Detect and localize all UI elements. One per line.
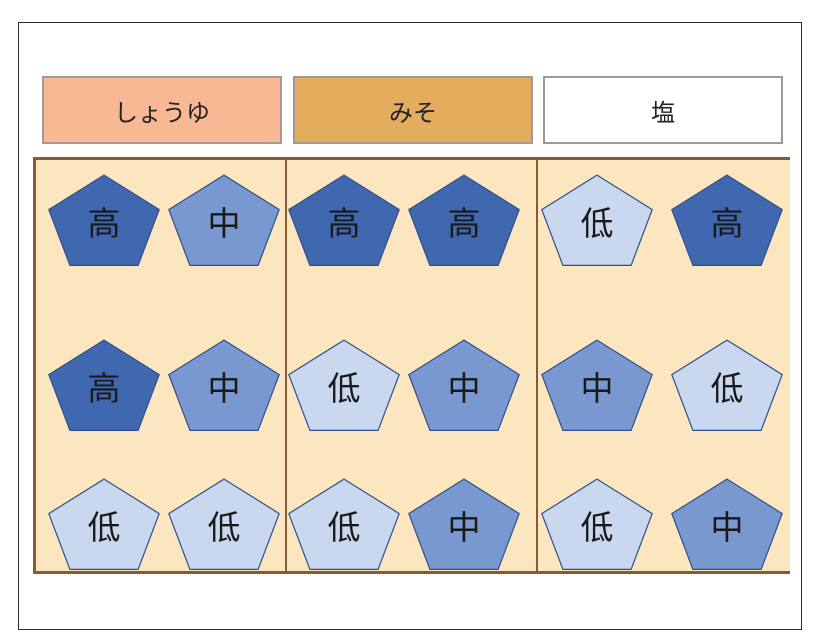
piece-label: 中 [208,369,241,408]
piece-shape [288,478,400,571]
piece-shape [168,174,280,266]
piece-label: 高 [711,204,744,243]
piece-r1-c2: 中 [168,174,280,266]
piece-label: 中 [711,508,744,547]
piece-shape [408,174,520,266]
piece-label: 低 [328,508,361,547]
piece-label: 中 [208,204,241,243]
header-shoyu: しょうゆ [42,76,282,144]
header-shio-label: 塩 [651,98,675,127]
piece-r2-c2: 中 [168,339,280,431]
piece-shape [541,478,653,571]
piece-shape [168,478,280,571]
header-shoyu-label: しょうゆ [114,98,210,127]
piece-shape [48,174,160,266]
piece-label: 中 [581,369,614,408]
tray-divider-1 [285,160,287,571]
piece-r3-c1: 低 [48,478,160,571]
piece-label: 低 [88,508,121,547]
header-miso-label: みそ [389,98,437,127]
piece-label: 低 [581,204,614,243]
piece-r3-c5: 低 [541,478,653,571]
piece-shape [671,174,783,266]
piece-label: 中 [448,508,481,547]
piece-r3-c3: 低 [288,478,400,571]
piece-shape [541,339,653,431]
piece-shape [288,339,400,431]
piece-label: 低 [711,369,744,408]
piece-shape [408,478,520,571]
piece-label: 低 [328,369,361,408]
tray-board [33,157,790,574]
header-miso: みそ [293,76,533,144]
piece-r1-c1: 高 [48,174,160,266]
piece-r2-c1: 高 [48,339,160,431]
piece-shape [541,174,653,266]
piece-label: 高 [88,204,121,243]
tray-divider-2 [536,160,538,571]
piece-label: 低 [581,508,614,547]
piece-shape [671,339,783,431]
piece-r1-c3: 高 [288,174,400,266]
piece-shape [408,339,520,431]
piece-label: 中 [448,369,481,408]
piece-label: 高 [328,204,361,243]
piece-r2-c5: 中 [541,339,653,431]
piece-label: 高 [448,204,481,243]
piece-r3-c2: 低 [168,478,280,571]
piece-shape [168,339,280,431]
piece-shape [288,174,400,266]
piece-r2-c4: 中 [408,339,520,431]
piece-r3-c4: 中 [408,478,520,571]
piece-r3-c6: 中 [671,478,783,571]
piece-shape [48,478,160,571]
piece-shape [48,339,160,431]
piece-r2-c3: 低 [288,339,400,431]
piece-shape [671,478,783,571]
piece-r1-c5: 低 [541,174,653,266]
piece-label: 低 [208,508,241,547]
piece-r2-c6: 低 [671,339,783,431]
header-shio: 塩 [543,76,783,144]
piece-r1-c6: 高 [671,174,783,266]
piece-r1-c4: 高 [408,174,520,266]
piece-label: 高 [88,369,121,408]
